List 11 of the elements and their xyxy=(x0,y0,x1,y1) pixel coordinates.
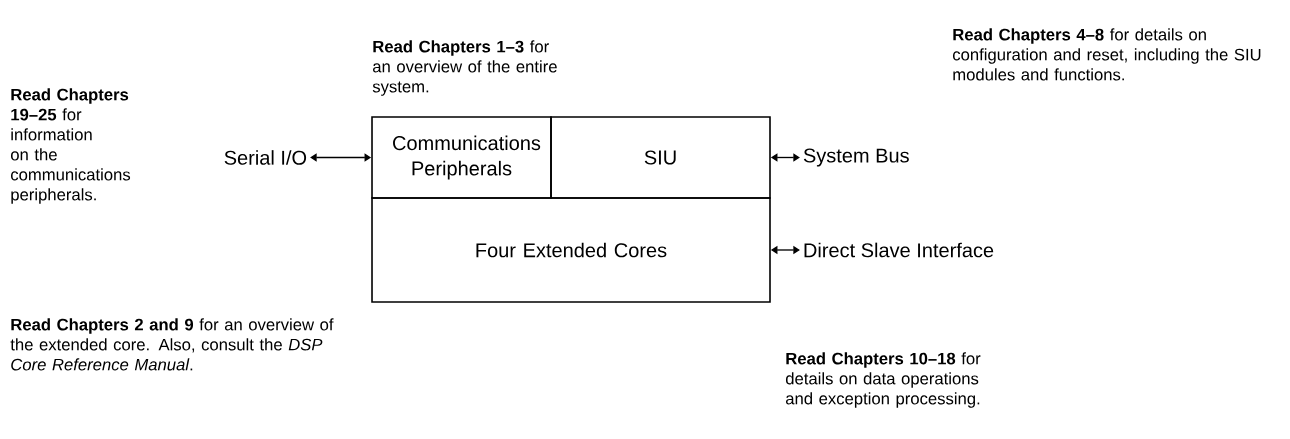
note-text: Read Chapters 4–8 for details on configuration and reset, including the SIU modules and functions. xyxy=(953,28,1261,81)
block-box: SIU xyxy=(550,116,771,199)
block-box: Four Extended Cores xyxy=(371,197,771,303)
signal-label: System Bus xyxy=(803,148,909,167)
note-text: Read Chapters 10–18 for details on data operations and exception processing. xyxy=(785,352,981,408)
note-text: Read Chapters 2 and 9 for an overview of the extended core. Also, consult the DSP Core Reference Manual. xyxy=(10,318,334,371)
note-text: Read Chapters 19–25 for information on the communications peripherals. xyxy=(11,88,131,204)
signal-label: Serial I/O xyxy=(224,150,307,165)
signal-label: Direct Slave Interface xyxy=(804,242,994,258)
block-box: Communications Peripherals xyxy=(371,116,552,199)
note-text: Read Chapters 1–3 for an overview of the entire system. xyxy=(372,40,557,96)
